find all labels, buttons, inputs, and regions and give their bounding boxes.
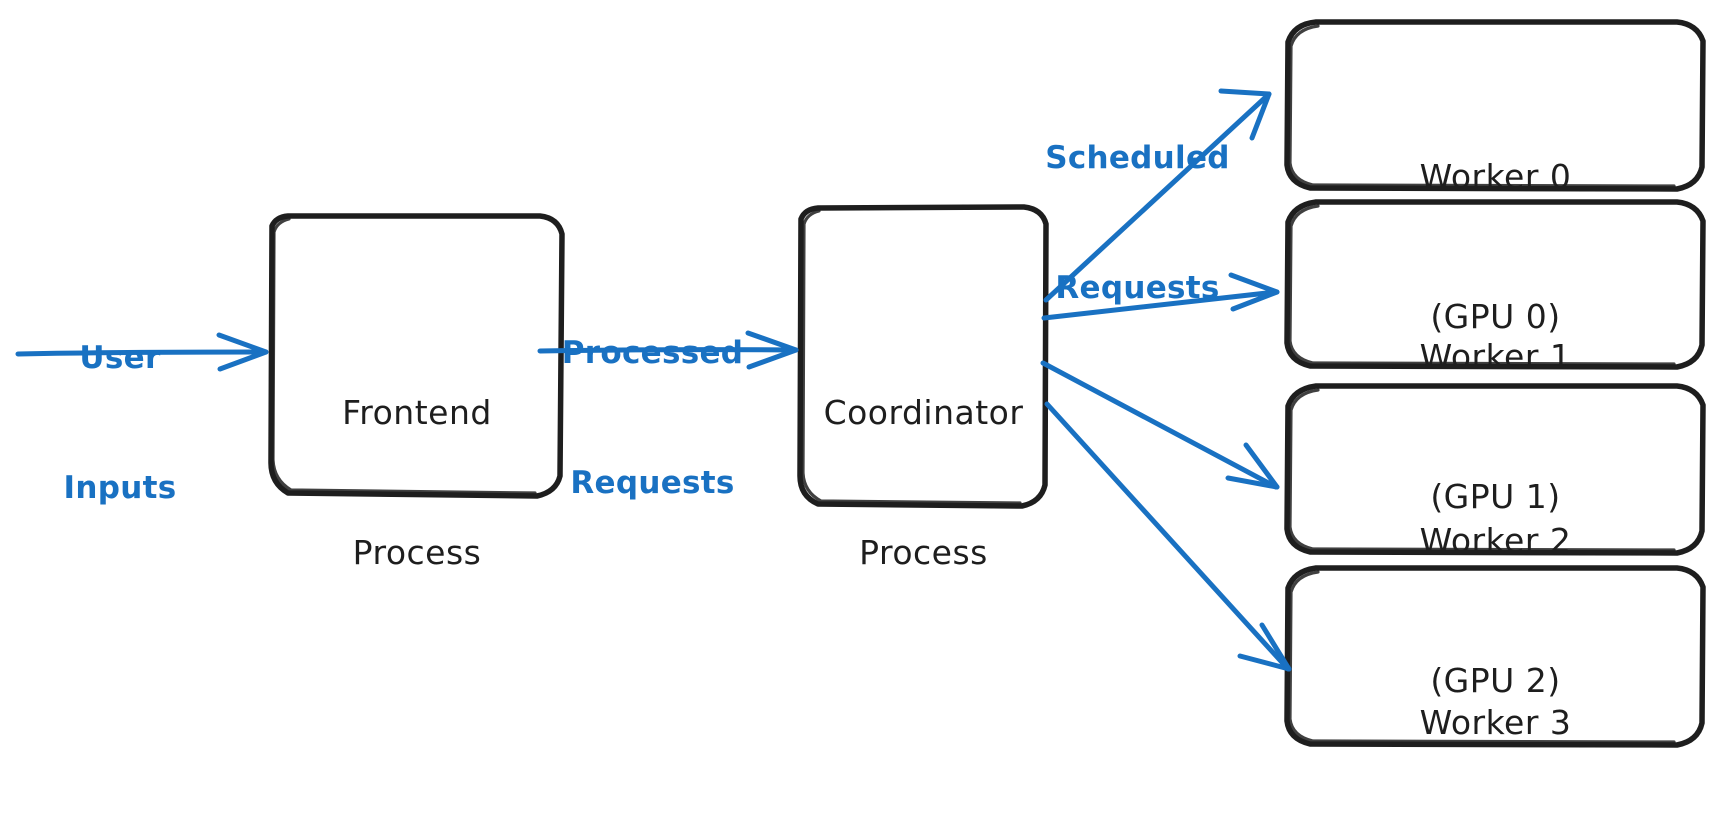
arrow-user-inputs-to-frontend	[15, 332, 269, 372]
edge-label-processed-requests-line2: Requests	[570, 464, 735, 501]
edge-label-user-inputs-line2: Inputs	[63, 469, 177, 506]
edge-label-scheduled-requests-line1: Scheduled	[1045, 139, 1230, 176]
arrow-coordinator-to-worker1	[1041, 272, 1280, 321]
node-worker3[interactable]	[1284, 565, 1706, 748]
edge-label-scheduled-requests: Scheduled Requests	[1030, 50, 1245, 397]
edge-label-processed-requests-line1: Processed	[561, 334, 744, 371]
edge-label-scheduled-requests-line2: Requests	[1055, 269, 1220, 306]
node-frontend[interactable]	[268, 213, 565, 499]
edge-label-user-inputs-line1: User	[79, 339, 161, 376]
node-worker2[interactable]	[1284, 383, 1706, 556]
arrow-coordinator-to-worker2	[1040, 360, 1280, 490]
node-coordinator[interactable]	[797, 204, 1049, 509]
edge-label-user-inputs: User Inputs	[40, 250, 200, 597]
arrow-coordinator-to-worker0	[1043, 88, 1272, 303]
arrow-coordinator-to-worker3	[1044, 401, 1292, 672]
edge-label-processed-requests: Processed Requests	[545, 245, 760, 592]
arrow-frontend-to-coordinator	[537, 330, 799, 370]
node-worker0[interactable]	[1284, 19, 1706, 192]
node-worker1[interactable]	[1284, 199, 1706, 370]
